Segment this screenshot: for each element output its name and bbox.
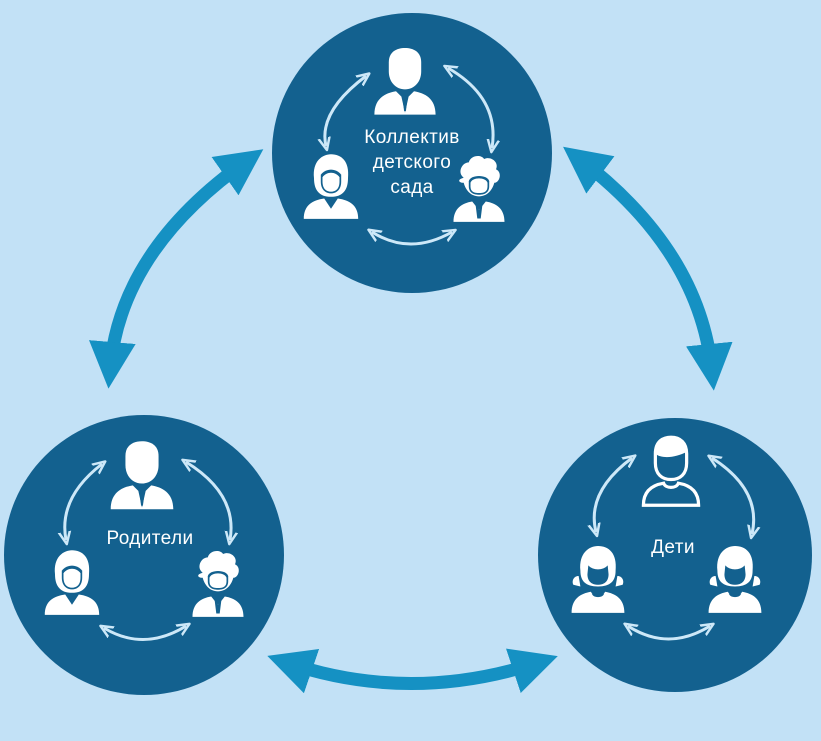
- node-staff: Коллектив детского сада: [272, 13, 552, 293]
- node-children: Дети: [538, 418, 812, 692]
- double-arrow-icon: [325, 76, 366, 146]
- double-arrow-icon: [186, 462, 231, 540]
- double-arrow-icon: [628, 626, 710, 641]
- children-label: Дети: [651, 537, 695, 558]
- double-arrow-icon: [267, 648, 558, 694]
- double-arrow-icon: [372, 232, 452, 246]
- double-arrow-icon: [448, 68, 493, 148]
- staff-label-line-2: детского: [373, 152, 451, 173]
- parents-label: Родители: [106, 528, 193, 549]
- big-arrows: [89, 146, 733, 694]
- node-parents: Родители: [4, 415, 284, 695]
- double-arrow-icon: [65, 464, 102, 540]
- double-arrow-icon: [712, 458, 754, 534]
- staff-label-line-1: Коллектив: [364, 127, 460, 148]
- double-arrow-icon: [89, 149, 264, 389]
- double-arrow-icon: [104, 626, 186, 641]
- double-arrow-icon: [563, 146, 733, 391]
- staff-label-line-3: сада: [390, 177, 433, 198]
- double-arrow-icon: [594, 458, 632, 532]
